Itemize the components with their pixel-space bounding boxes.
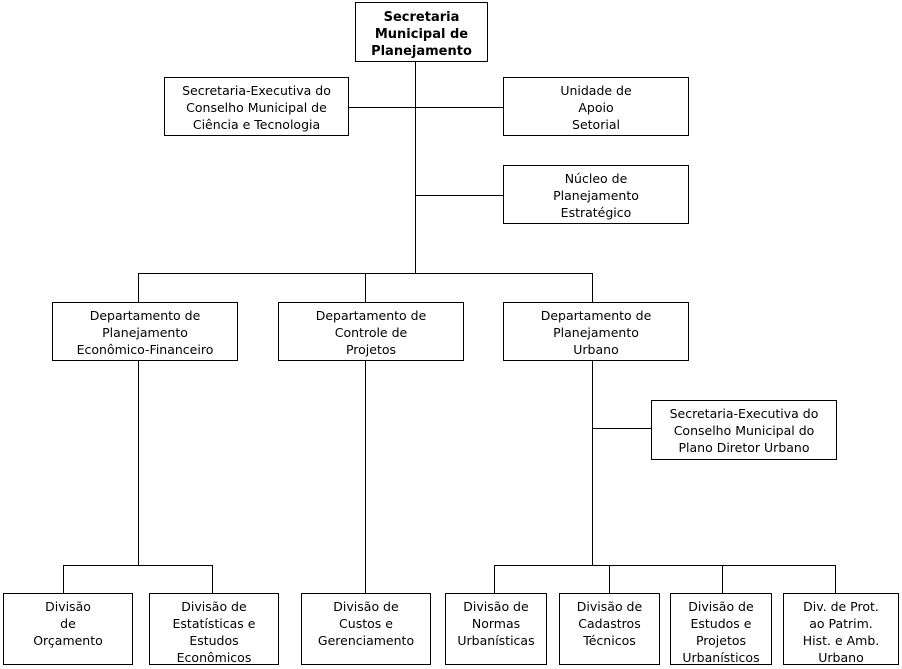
nucleo-label: Núcleo de Planejamento Estratégico	[553, 171, 639, 220]
urbano-staff-label: Secretaria-Executiva do Conselho Municip…	[669, 406, 819, 455]
connector-dept-controle	[365, 273, 366, 303]
connector-controle-trunk	[365, 360, 366, 594]
apoio-label: Unidade de Apoio Setorial	[560, 83, 632, 132]
connector-normas	[494, 565, 495, 594]
connector-economico-bus	[63, 565, 213, 566]
div-orcamento-box: Divisão de Orçamento	[3, 593, 133, 665]
div-patrimonio-box: Div. de Prot. ao Patrim. Hist. e Amb. Ur…	[783, 593, 899, 665]
ciencia-label: Secretaria-Executiva do Conselho Municip…	[182, 83, 331, 132]
dept-urbano-box: Departamento de Planejamento Urbano	[503, 302, 689, 361]
connector-root-trunk	[415, 61, 416, 274]
div-orcamento-label: Divisão de Orçamento	[33, 599, 103, 648]
div-estatisticas-box: Divisão de Estatísticas e Estudos Econôm…	[149, 593, 279, 665]
div-custos-label: Divisão de Custos e Gerenciamento	[317, 599, 415, 648]
div-estatisticas-label: Divisão de Estatísticas e Estudos Econôm…	[172, 599, 256, 665]
root-box: Secretaria Municipal de Planejamento	[355, 2, 488, 62]
connector-economico-trunk	[138, 360, 139, 566]
connector-estudos	[722, 565, 723, 594]
nucleo-box: Núcleo de Planejamento Estratégico	[503, 165, 689, 224]
connector-urbano-staff	[592, 428, 652, 429]
connector-estatisticas	[212, 565, 213, 594]
dept-economico-label: Departamento de Planejamento Econômico-F…	[76, 308, 214, 357]
div-patrimonio-label: Div. de Prot. ao Patrim. Hist. e Amb. Ur…	[802, 599, 880, 665]
connector-nucleo	[415, 195, 503, 196]
div-cadastros-label: Divisão de Cadastros Técnicos	[576, 599, 643, 648]
div-estudos-box: Divisão de Estudos e Projetos Urbanístic…	[670, 593, 772, 665]
connector-urbano-trunk	[592, 360, 593, 566]
dept-urbano-label: Departamento de Planejamento Urbano	[540, 308, 652, 357]
ciencia-box: Secretaria-Executiva do Conselho Municip…	[164, 77, 349, 136]
dept-economico-box: Departamento de Planejamento Econômico-F…	[52, 302, 238, 361]
connector-orcamento	[63, 565, 64, 594]
dept-controle-label: Departamento de Controle de Projetos	[315, 308, 427, 357]
div-custos-box: Divisão de Custos e Gerenciamento	[301, 593, 431, 665]
root-label: Secretaria Municipal de Planejamento	[371, 10, 472, 59]
urbano-staff-box: Secretaria-Executiva do Conselho Municip…	[651, 400, 837, 460]
connector-apoio	[415, 107, 503, 108]
connector-patrimonio	[835, 565, 836, 594]
div-normas-box: Divisão de Normas Urbanísticas	[445, 593, 547, 665]
connector-ciencia	[348, 107, 416, 108]
connector-cadastros	[609, 565, 610, 594]
connector-dept-economico	[138, 273, 139, 303]
apoio-box: Unidade de Apoio Setorial	[503, 77, 689, 136]
div-normas-label: Divisão de Normas Urbanísticas	[457, 599, 535, 648]
connector-dept-urbano	[592, 273, 593, 303]
div-estudos-label: Divisão de Estudos e Projetos Urbanístic…	[682, 599, 760, 665]
dept-controle-box: Departamento de Controle de Projetos	[278, 302, 464, 361]
connector-urbano-bus	[494, 565, 836, 566]
div-cadastros-box: Divisão de Cadastros Técnicos	[559, 593, 660, 665]
